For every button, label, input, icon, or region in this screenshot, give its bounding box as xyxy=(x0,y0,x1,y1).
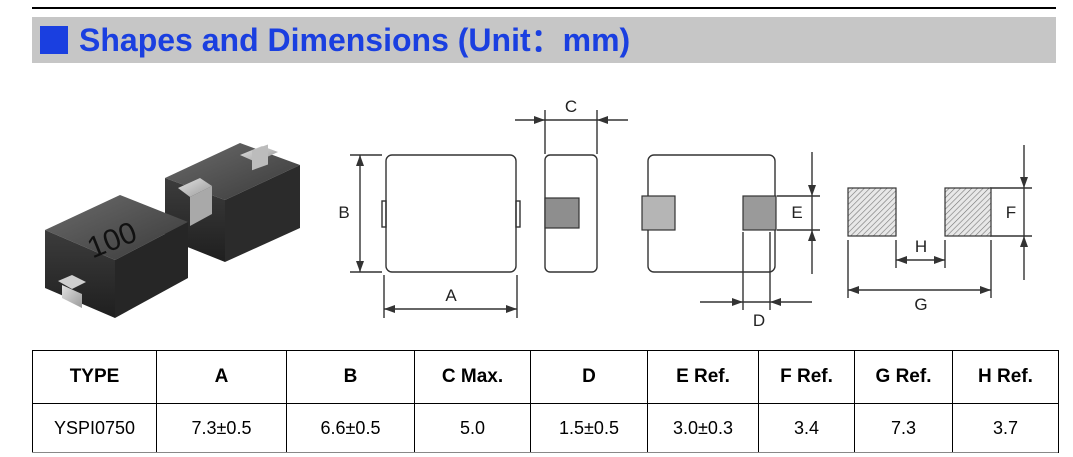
table-cell: 3.4 xyxy=(758,403,855,453)
table-row: YSPI0750 7.3±0.5 6.6±0.5 5.0 1.5±0.5 3.0… xyxy=(32,403,1059,453)
land-pad-left xyxy=(847,187,897,237)
dim-label-h: H xyxy=(915,237,927,256)
product-photo: 100 xyxy=(45,143,300,318)
table-cell: 7.3±0.5 xyxy=(156,403,287,453)
dim-label-d: D xyxy=(753,311,765,330)
dimension-drawings: B A C E D F H G xyxy=(338,97,1032,330)
column-header: D xyxy=(530,350,648,404)
top-view-terminal-left xyxy=(381,200,387,228)
bottom-view-terminal-right xyxy=(742,195,777,231)
dim-label-g: G xyxy=(914,295,927,314)
bottom-view-terminal-left xyxy=(641,195,676,231)
table-cell: 5.0 xyxy=(414,403,531,453)
table-cell: YSPI0750 xyxy=(32,403,157,453)
top-rule xyxy=(32,7,1056,9)
table-cell: 3.0±0.3 xyxy=(647,403,759,453)
land-pad-right xyxy=(944,187,992,237)
table-cell: 1.5±0.5 xyxy=(530,403,648,453)
column-header: B xyxy=(286,350,415,404)
dim-label-b: B xyxy=(338,203,349,222)
header-bullet-square xyxy=(40,26,68,54)
dim-label-c: C xyxy=(565,97,577,116)
column-header: TYPE xyxy=(32,350,157,404)
dim-label-e: E xyxy=(791,203,802,222)
column-header: G Ref. xyxy=(854,350,953,404)
section-title: Shapes and Dimensions (Unit：mm) xyxy=(79,22,631,58)
inductor-back xyxy=(165,143,300,262)
dimensions-table: TYPE A B C Max. D E Ref. F Ref. G Ref. H… xyxy=(32,350,1059,453)
column-header: C Max. xyxy=(414,350,531,404)
dim-label-a: A xyxy=(445,286,457,305)
column-header: A xyxy=(156,350,287,404)
table-header-row: TYPE A B C Max. D E Ref. F Ref. G Ref. H… xyxy=(32,350,1059,404)
column-header: H Ref. xyxy=(952,350,1059,404)
column-header: E Ref. xyxy=(647,350,759,404)
inductor-front: 100 xyxy=(45,195,188,318)
column-header: F Ref. xyxy=(758,350,855,404)
bottom-rule xyxy=(32,452,1058,453)
section-header: Shapes and Dimensions (Unit：mm) xyxy=(32,17,1056,63)
table-cell: 3.7 xyxy=(952,403,1059,453)
dim-label-f: F xyxy=(1006,203,1016,222)
top-view-terminal-right xyxy=(515,200,521,228)
table-cell: 6.6±0.5 xyxy=(286,403,415,453)
table-cell: 7.3 xyxy=(854,403,953,453)
top-view-body xyxy=(385,154,517,273)
side-view-terminal xyxy=(544,197,580,229)
